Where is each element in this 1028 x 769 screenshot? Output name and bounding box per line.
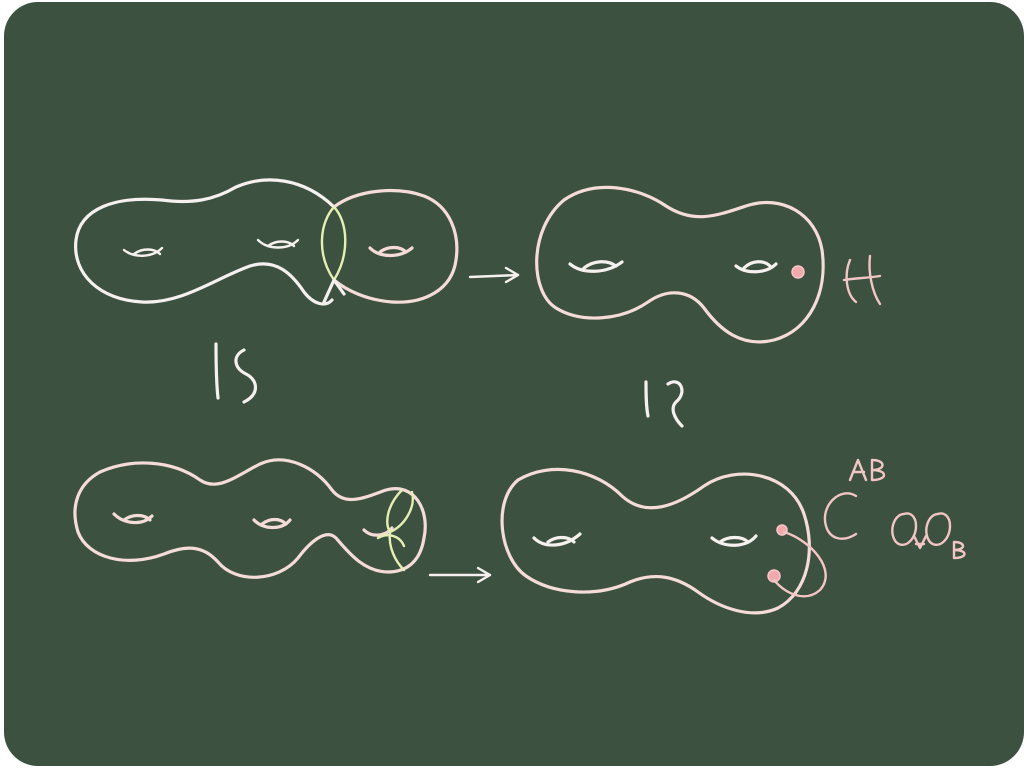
bottom-left-genus-three-surface: [73, 458, 427, 579]
middle-left-isomorphism-symbol: [214, 342, 258, 404]
bottom-right-label-glyphs: [823, 458, 966, 560]
middle-right-isomorphism-symbol: [644, 380, 684, 428]
chalkboard: H |S |?: [4, 2, 1024, 766]
top-right-genus-two-surface: [535, 185, 825, 344]
diagram-canvas: H |S |?: [73, 178, 966, 615]
top-left-genus-three-surface: [74, 178, 459, 306]
puncture-dot-B: [767, 569, 781, 583]
bottom-right-genus-two-surface: [500, 467, 827, 615]
bottom-arrow: [428, 566, 492, 584]
puncture-dot: [791, 265, 805, 279]
top-arrow: [468, 266, 520, 284]
H-label-glyph: [842, 254, 882, 306]
